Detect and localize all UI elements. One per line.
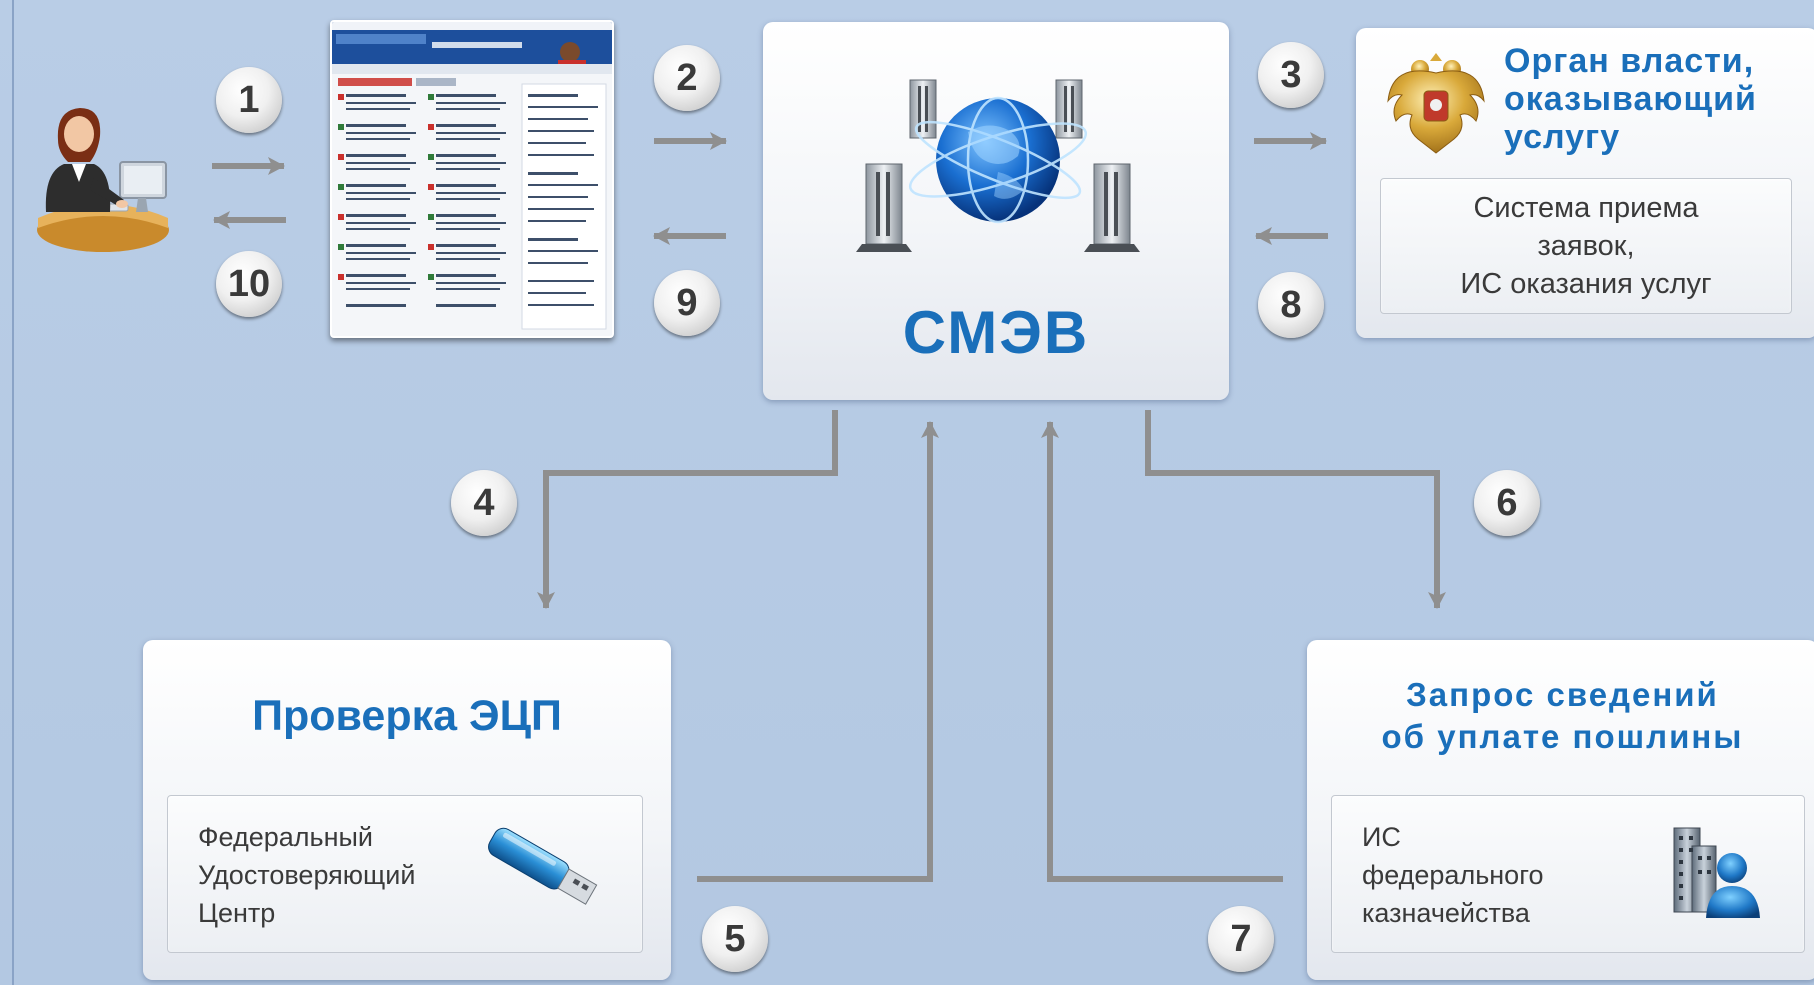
step-badge-6: 6 bbox=[1474, 470, 1540, 536]
user-at-desk-icon bbox=[37, 108, 169, 252]
step-badge-2: 2 bbox=[654, 45, 720, 111]
step-badge-4: 4 bbox=[451, 470, 517, 536]
step-badge-8: 8 bbox=[1258, 272, 1324, 338]
application-system-box: Система приема заявок, ИС оказания услуг bbox=[1380, 178, 1792, 314]
arrow-6 bbox=[1145, 410, 1446, 609]
smev-panel: СМЭВ bbox=[763, 22, 1229, 400]
system-line3: ИС оказания услуг bbox=[1460, 268, 1712, 300]
server-left bbox=[856, 163, 912, 252]
usb-token-icon bbox=[488, 827, 598, 905]
authority-title-line1: Орган власти, bbox=[1504, 42, 1755, 80]
payment-title-line1: Запрос сведений bbox=[1406, 676, 1719, 713]
left-border-line bbox=[12, 0, 14, 990]
portal-screenshot-icon bbox=[330, 20, 614, 338]
step-badge-5: 5 bbox=[702, 906, 768, 972]
bottom-edge-strip bbox=[0, 985, 1820, 990]
payment-title-line2: об уплате пошлины bbox=[1381, 718, 1744, 755]
right-edge-strip bbox=[1814, 0, 1820, 990]
step-badge-9: 9 bbox=[654, 270, 720, 336]
coat-of-arms-icon bbox=[1387, 53, 1485, 154]
step-badge-10: 10 bbox=[216, 251, 282, 317]
system-line2: заявок, bbox=[1537, 230, 1635, 262]
step-badge-1: 1 bbox=[216, 67, 282, 133]
treasury-box: ИС федерального казначейства bbox=[1331, 795, 1805, 953]
certification-center-box: Федеральный Удостоверяющий Центр bbox=[167, 795, 643, 953]
authority-title-line3: услугу bbox=[1504, 118, 1621, 156]
treasury-line1: ИС bbox=[1362, 822, 1401, 852]
treasury-line3: казначейства bbox=[1362, 898, 1530, 928]
authority-title: Орган власти, оказывающий услугу bbox=[1504, 42, 1757, 156]
server-right bbox=[1084, 163, 1140, 252]
center-line1: Федеральный bbox=[198, 822, 373, 852]
network-globe-servers-icon bbox=[856, 79, 1140, 252]
treasury-building-person-icon bbox=[1673, 827, 1760, 918]
treasury-line2: федерального bbox=[1362, 860, 1544, 890]
signature-check-panel: Проверка ЭЦП Федеральный Удостоверяющий … bbox=[143, 640, 671, 980]
arrow-4 bbox=[537, 410, 838, 609]
arrow-5 bbox=[697, 421, 939, 882]
server-right-top bbox=[1055, 79, 1083, 139]
payment-request-panel: Запрос сведений об уплате пошлины ИС фед… bbox=[1307, 640, 1818, 980]
center-line2: Удостоверяющий bbox=[198, 860, 416, 890]
server-left-top bbox=[909, 79, 937, 139]
authority-title-line2: оказывающий bbox=[1504, 80, 1757, 118]
signature-title: Проверка ЭЦП bbox=[252, 692, 562, 740]
center-line3: Центр bbox=[198, 898, 276, 928]
system-line1: Система приема bbox=[1473, 192, 1699, 224]
payment-title: Запрос сведений об уплате пошлины bbox=[1307, 674, 1818, 758]
smev-label: СМЭВ bbox=[902, 299, 1090, 366]
authority-panel: Орган власти, оказывающий услугу Система… bbox=[1356, 28, 1818, 338]
step-badge-7: 7 bbox=[1208, 906, 1274, 972]
step-badge-3: 3 bbox=[1258, 42, 1324, 108]
arrow-7 bbox=[1041, 421, 1283, 882]
